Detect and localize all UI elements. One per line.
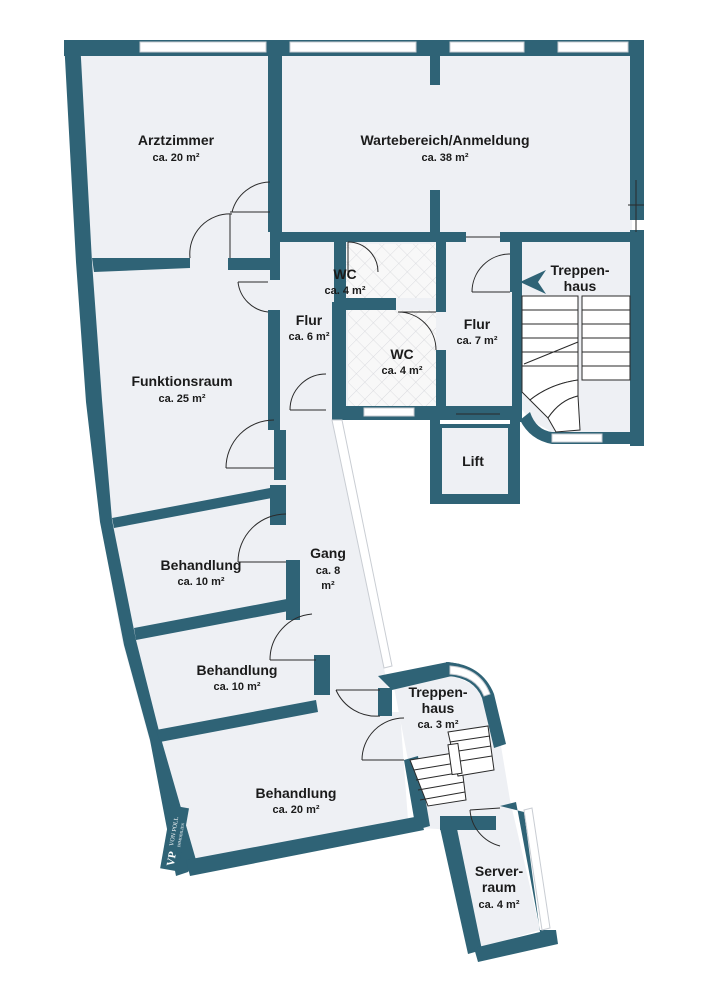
doors: [189, 180, 644, 847]
room-name-flur2: Flur: [464, 316, 491, 332]
room-area-behandlung3: ca. 20 m²: [272, 804, 319, 816]
room-name-behandlung2: Behandlung: [197, 662, 278, 678]
room-name-lift: Lift: [462, 453, 484, 469]
room-area-wartebereich: ca. 38 m²: [421, 152, 468, 164]
room-area-wc2: ca. 4 m²: [382, 365, 423, 377]
room-name2-treppenhaus1: haus: [564, 278, 597, 294]
windows: [139, 41, 629, 697]
svg-text:VP: VP: [165, 850, 179, 867]
svg-text:VON POLL: VON POLL: [169, 816, 180, 846]
room-area-gang: ca. 8: [316, 565, 340, 577]
room-name-behandlung3: Behandlung: [256, 785, 337, 801]
room-labels: Arztzimmer ca. 20 m² Wartebereich/Anmeld…: [131, 132, 609, 911]
room-area-serverraum: ca. 4 m²: [479, 899, 520, 911]
room-area-arztzimmer: ca. 20 m²: [152, 152, 199, 164]
room-name-treppenhaus1: Treppen-: [550, 262, 609, 278]
room-name-wartebereich: Wartebereich/Anmeldung: [360, 132, 529, 148]
lift-shaft: [438, 424, 512, 498]
stairs-upper: [520, 270, 631, 433]
room-name2-serverraum: raum: [482, 879, 516, 895]
stairs-lower: [409, 725, 495, 807]
room-name-wc1: WC: [333, 266, 356, 282]
room-name-behandlung1: Behandlung: [161, 557, 242, 573]
room-area-flur2: ca. 7 m²: [457, 335, 498, 347]
room-area-behandlung1: ca. 10 m²: [177, 576, 224, 588]
room-name-flur1: Flur: [296, 312, 323, 328]
room-area-treppenhaus2: ca. 3 m²: [418, 719, 459, 731]
svg-text:IMMOBILIEN: IMMOBILIEN: [176, 823, 185, 848]
room-name-funktionsraum: Funktionsraum: [131, 373, 232, 389]
company-logo: VP VON POLL IMMOBILIEN: [160, 805, 189, 872]
room-area-behandlung2: ca. 10 m²: [213, 681, 260, 693]
room-area-flur1: ca. 6 m²: [289, 331, 330, 343]
room-name-wc2: WC: [390, 346, 413, 362]
room-name-arztzimmer: Arztzimmer: [138, 132, 215, 148]
room-name-gang: Gang: [310, 545, 346, 561]
room-area-wc1: ca. 4 m²: [325, 285, 366, 297]
room-name-treppenhaus2: Treppen-: [408, 684, 467, 700]
room-name-serverraum: Server-: [475, 863, 524, 879]
room-area2-gang: m²: [321, 580, 335, 592]
room-area-funktionsraum: ca. 25 m²: [158, 393, 205, 405]
room-name2-treppenhaus2: haus: [422, 700, 455, 716]
